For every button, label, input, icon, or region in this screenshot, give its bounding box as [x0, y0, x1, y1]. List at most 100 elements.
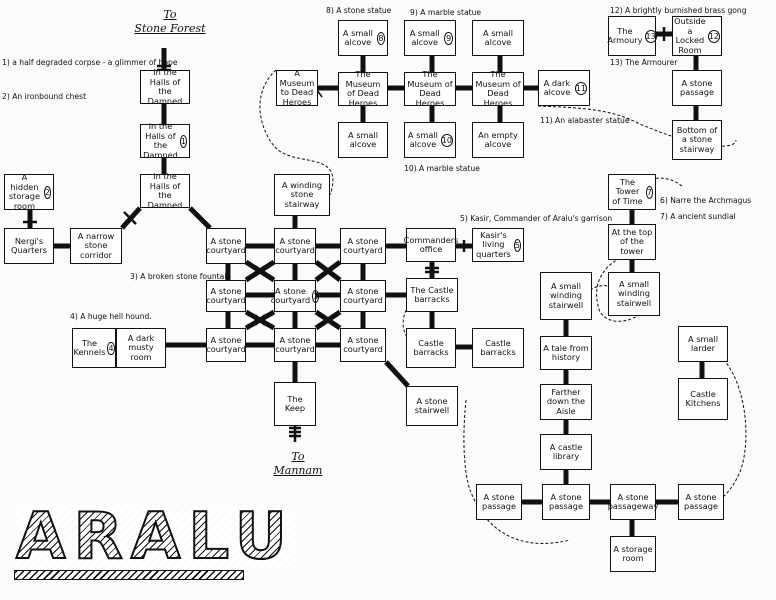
room-museum-4[interactable]: The Museum of Dead Heroes [472, 69, 524, 108]
exit-to-stone-forest[interactable]: To Stone Forest [130, 8, 210, 36]
room-number-badge: 9 [444, 31, 453, 45]
room-label: A stone courtyard [343, 334, 383, 354]
room-label: The Museum of Dead Heroes [475, 69, 521, 108]
room-commanders-office[interactable]: Commanders office [403, 228, 459, 262]
room-alcove-top-3[interactable]: A small alcove [472, 20, 524, 56]
room-court-1[interactable]: A stone courtyard [206, 228, 246, 264]
room-nergis-quarters[interactable]: Nergi's Quarters [4, 228, 54, 264]
room-museum-1[interactable]: A Museum to Dead Heroes [276, 68, 318, 107]
room-label: The Kennels [73, 337, 106, 357]
legend-note-8: 8) A stone statue [326, 6, 392, 15]
room-court-2[interactable]: A stone courtyard [274, 228, 316, 264]
room-passage-b[interactable]: A stone passage [542, 484, 590, 520]
room-tale-history[interactable]: A tale from history [540, 336, 592, 370]
room-court-8[interactable]: A stone courtyard [274, 328, 316, 362]
room-court-9[interactable]: A stone courtyard [340, 328, 386, 362]
room-small-winding-2[interactable]: A small winding stairwell [540, 272, 592, 320]
room-castle-library[interactable]: A castle library [540, 434, 592, 470]
room-label: A stone passage [482, 491, 516, 511]
room-castle-kitchens[interactable]: Castle Kitchens [678, 378, 728, 420]
room-dark-musty[interactable]: A dark musty room [116, 328, 166, 368]
room-storage-room[interactable]: A storage room [610, 536, 656, 572]
room-museum-3[interactable]: The Museum of Dead Heroes [404, 69, 456, 107]
exit-to-label: To [163, 8, 177, 21]
room-keep[interactable]: The Keep [274, 382, 316, 426]
room-small-winding-1[interactable]: A small winding stairwell [608, 272, 660, 316]
room-label: Commanders office [403, 234, 459, 254]
room-farther-aisle[interactable]: Farther down the Aisle [540, 384, 592, 420]
legend-note-3: 3) A broken stone fountain [130, 272, 232, 281]
room-label: A small alcove [347, 129, 378, 149]
room-label: Farther down the Aisle [546, 386, 586, 416]
room-castle-barracks-3[interactable]: Castle barracks [472, 328, 524, 368]
room-court-6[interactable]: A stone courtyard [340, 280, 386, 312]
room-halls-1[interactable]: In the Halls of the Damned [140, 67, 190, 105]
room-court-4[interactable]: A stone courtyard [206, 280, 246, 312]
room-castle-barracks-1[interactable]: The Castle barracks [406, 278, 458, 312]
room-label: A dark alcove [543, 77, 571, 97]
room-label: A small alcove [409, 27, 440, 47]
room-label: A stone courtyard [206, 334, 246, 354]
room-stone-stairwell[interactable]: A stone stairwell [406, 386, 458, 426]
legend-note-6: 6) Narre the Archmagus [660, 196, 752, 205]
legend-note-11: 11) An alabaster statue [540, 116, 630, 125]
room-bottom-stairway[interactable]: Bottom of a stone stairway [672, 120, 722, 160]
map-title: ARALU [15, 500, 295, 574]
room-court-3[interactable]: A stone courtyard [340, 228, 386, 264]
room-label: A hidden storage room [8, 172, 40, 211]
room-narrow-corridor[interactable]: A narrow stone corridor [70, 228, 122, 264]
room-passage-c[interactable]: A stone passage [678, 484, 724, 520]
room-label: A stone courtyard [343, 235, 383, 255]
room-castle-barracks-2[interactable]: Castle barracks [406, 328, 456, 368]
room-number-badge: 11 [574, 81, 587, 95]
room-label: A stone passage [684, 491, 718, 511]
room-halls-3[interactable]: In the Halls of the Damned [140, 171, 190, 210]
legend-note-13: 13) The Armourer [610, 58, 678, 67]
room-label: A stone passageway [607, 491, 659, 511]
room-label: A stone courtyard [206, 285, 246, 305]
room-alcove-bot-1[interactable]: A small alcove [338, 122, 388, 158]
room-number-badge: 1 [179, 134, 187, 148]
room-label: The Castle barracks [410, 284, 454, 304]
legend-note-10: 10) A marble statue [404, 164, 480, 173]
room-label: Kasir's living quarters [476, 229, 511, 259]
legend-note-2: 2) An ironbound chest [2, 92, 87, 101]
room-label: A tale from history [543, 342, 589, 362]
room-label: A small alcove [342, 27, 373, 47]
room-label: Nergi's Quarters [11, 235, 47, 255]
room-label: A small winding stairwell [616, 278, 652, 308]
room-label: Castle Kitchens [685, 388, 721, 408]
exit-to-mannam[interactable]: To Mannam [258, 450, 338, 478]
room-number-badge: 3 [312, 289, 320, 303]
legend-note-9: 9) A marble statue [410, 8, 482, 17]
room-passage-a[interactable]: A stone passage [476, 484, 522, 520]
room-alcove-empty[interactable]: An empty alcove [472, 122, 524, 158]
room-label: A stone courtyard [275, 334, 315, 354]
room-alcove-top-2[interactable]: A small alcove 9 [404, 20, 456, 56]
room-top-of-tower[interactable]: At the top of the tower [608, 224, 656, 260]
room-stone-passage-top[interactable]: A stone passage [672, 70, 722, 106]
room-court-7[interactable]: A stone courtyard [206, 328, 246, 362]
room-small-larder[interactable]: A small larder [678, 326, 728, 362]
room-museum-2[interactable]: The Museum of Dead Heroes [338, 69, 388, 107]
room-label: A narrow stone corridor [77, 230, 115, 260]
room-winding-stairway[interactable]: A winding stone stairway [274, 174, 330, 216]
room-label: The Keep [284, 393, 306, 413]
room-label: A Museum to Dead Heroes [279, 68, 315, 107]
room-label: In the Halls of the Damned [147, 171, 183, 210]
room-label: At the top of the tower [611, 226, 653, 256]
room-passageway[interactable]: A stone passageway [607, 484, 659, 520]
room-label: A castle library [549, 441, 583, 461]
room-label: A small alcove [482, 27, 513, 47]
